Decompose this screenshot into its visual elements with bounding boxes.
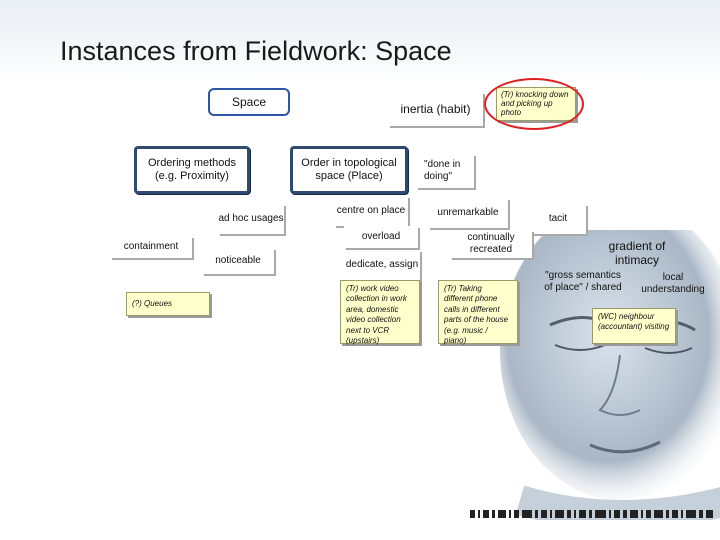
tacit-node: tacit [530, 204, 586, 234]
continually-recreated-label: continually recreated [450, 232, 532, 256]
centre-on-place-label: centre on place [337, 205, 405, 217]
inertia-label: inertia (habit) [400, 102, 470, 116]
highlight-oval [484, 78, 584, 130]
queues-label: (?) Queues [132, 299, 172, 309]
barcode-decoration [470, 508, 720, 520]
ad-hoc-label: ad hoc usages [218, 213, 283, 225]
space-node: Space [208, 88, 290, 116]
centre-on-place-node: centre on place [334, 196, 408, 226]
noticeable-node: noticeable [202, 248, 274, 274]
work-video-note: (Tr) work video collection in work area,… [340, 280, 420, 344]
dedicate-assign-label: dedicate, assign [346, 259, 418, 271]
unremarkable-node: unremarkable [428, 198, 508, 228]
order-topological-label: Order in topological space (Place) [293, 157, 405, 183]
gross-semantics-label: "gross semantics of place" / shared [540, 270, 626, 295]
ordering-methods-label: Ordering methods (e.g. Proximity) [137, 157, 247, 183]
space-label: Space [232, 95, 266, 109]
order-topological-node: Order in topological space (Place) [290, 146, 408, 194]
page-title: Instances from Fieldwork: Space [60, 36, 452, 67]
taking-calls-label: (Tr) Taking different phone calls in dif… [444, 284, 508, 345]
ordering-methods-node: Ordering methods (e.g. Proximity) [134, 146, 250, 194]
noticeable-label: noticeable [215, 255, 261, 267]
inertia-node: inertia (habit) [388, 92, 483, 126]
neighbour-label: (WC) neighbour (accountant) visiting [598, 312, 669, 331]
gross-semantics-node: "gross semantics of place" / shared [540, 262, 626, 302]
dedicate-assign-node: dedicate, assign [344, 250, 420, 280]
taking-calls-note: (Tr) Taking different phone calls in dif… [438, 280, 518, 344]
neighbour-note: (WC) neighbour (accountant) visiting [592, 308, 676, 344]
overload-node: overload [344, 226, 418, 248]
containment-node: containment [110, 236, 192, 258]
local-understanding-node: local understanding [636, 270, 710, 298]
done-in-doing-node: "done in doing" [416, 154, 474, 188]
done-in-doing-label: "done in doing" [424, 159, 474, 183]
unremarkable-label: unremarkable [437, 207, 498, 219]
tacit-label: tacit [549, 213, 567, 225]
overload-label: overload [362, 231, 400, 243]
continually-recreated-node: continually recreated [450, 230, 532, 258]
local-understanding-label: local understanding [636, 272, 710, 296]
queues-note: (?) Queues [126, 292, 210, 316]
ad-hoc-node: ad hoc usages [218, 204, 284, 234]
containment-label: containment [124, 241, 178, 253]
work-video-label: (Tr) work video collection in work area,… [346, 284, 407, 345]
